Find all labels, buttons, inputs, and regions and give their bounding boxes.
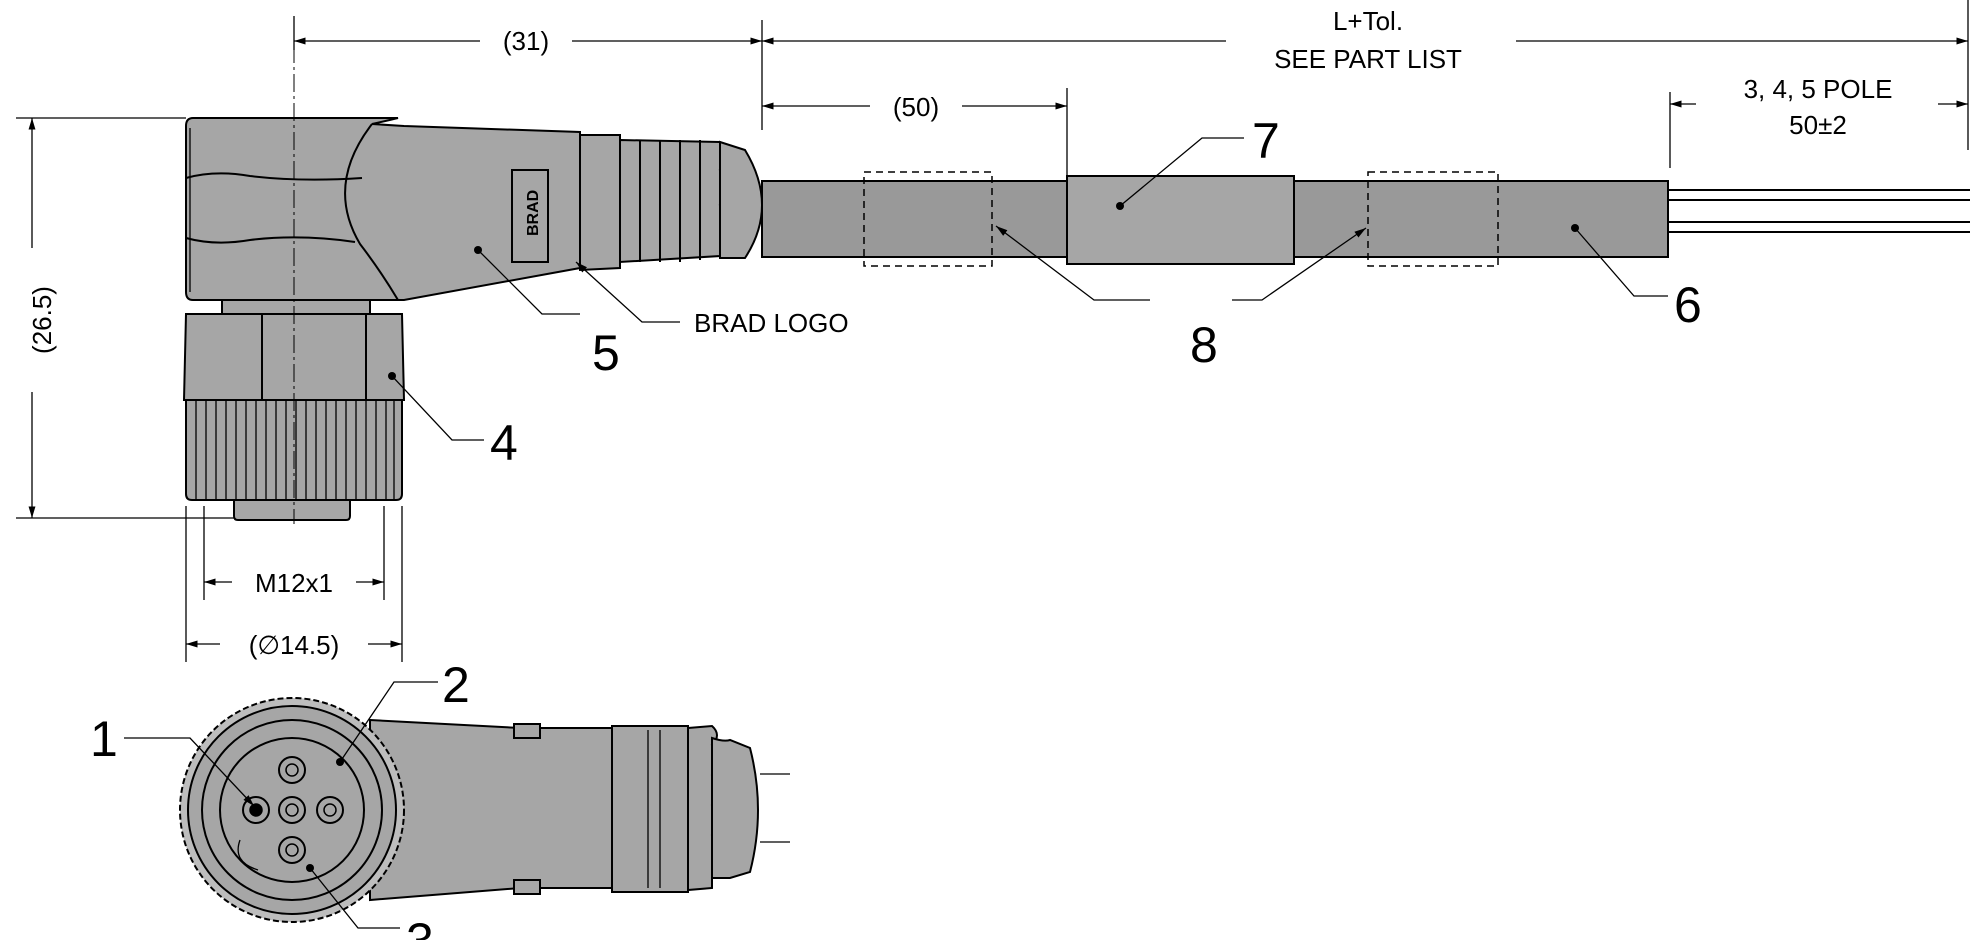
marking-zone-2 bbox=[1367, 171, 1499, 267]
brad-logo: BRAD bbox=[525, 190, 542, 236]
dim-cable-length-line2: SEE PART LIST bbox=[1274, 44, 1462, 74]
dim-strip-length: 3, 4, 5 POLE 50±2 bbox=[1669, 74, 1968, 168]
dim-31-label: (31) bbox=[503, 26, 549, 56]
dim-strip-line1: 3, 4, 5 POLE bbox=[1744, 74, 1893, 104]
callout-3: 3 bbox=[306, 864, 434, 940]
dim-26-5-label: (26.5) bbox=[27, 286, 57, 354]
dim-cable-length-line1: L+Tol. bbox=[1333, 6, 1403, 36]
dim-50-label: (50) bbox=[893, 92, 939, 122]
callout-7-number: 7 bbox=[1252, 113, 1280, 169]
dim-strip-line2: 50±2 bbox=[1789, 110, 1847, 140]
callout-1-number: 1 bbox=[90, 711, 118, 767]
side-view: BRAD bbox=[16, 0, 1970, 662]
housing bbox=[185, 117, 581, 301]
callout-8: 8 bbox=[995, 225, 1367, 373]
strain-relief bbox=[579, 134, 764, 272]
callout-8-number: 8 bbox=[1190, 317, 1218, 373]
dim-body-length: (31) bbox=[293, 16, 763, 130]
front-view: 1 2 3 bbox=[90, 657, 790, 940]
dim-cable-length: L+Tol. SEE PART LIST bbox=[762, 0, 1969, 150]
dim-label-offset: (50) bbox=[762, 88, 1068, 176]
dim-thread: M12x1 bbox=[203, 506, 385, 600]
callout-brad-logo: BRAD LOGO bbox=[575, 261, 849, 338]
brad-logo-plate: BRAD bbox=[511, 169, 549, 263]
callout-3-number: 3 bbox=[406, 913, 434, 940]
callout-2: 2 bbox=[336, 657, 470, 766]
callout-6-number: 6 bbox=[1674, 277, 1702, 333]
callout-7: 7 bbox=[1116, 113, 1280, 210]
brad-logo-label: BRAD LOGO bbox=[694, 308, 849, 338]
callout-2-number: 2 bbox=[442, 657, 470, 713]
knurl-lines bbox=[195, 400, 395, 500]
callout-5-number: 5 bbox=[592, 325, 620, 381]
dim-thread-label: M12x1 bbox=[255, 568, 333, 598]
callout-5: 5 bbox=[474, 246, 620, 381]
callout-4: 4 bbox=[388, 372, 518, 471]
dim-height: (26.5) bbox=[16, 117, 234, 519]
callout-1: 1 bbox=[90, 711, 255, 807]
callout-4-number: 4 bbox=[490, 415, 518, 471]
marking-zone-1 bbox=[863, 171, 993, 267]
dim-diameter: (∅14.5) bbox=[185, 506, 403, 662]
label-sleeve bbox=[1066, 175, 1295, 265]
cable bbox=[761, 171, 1970, 267]
callout-6: 6 bbox=[1571, 224, 1702, 333]
dim-diameter-label: (∅14.5) bbox=[249, 630, 340, 660]
